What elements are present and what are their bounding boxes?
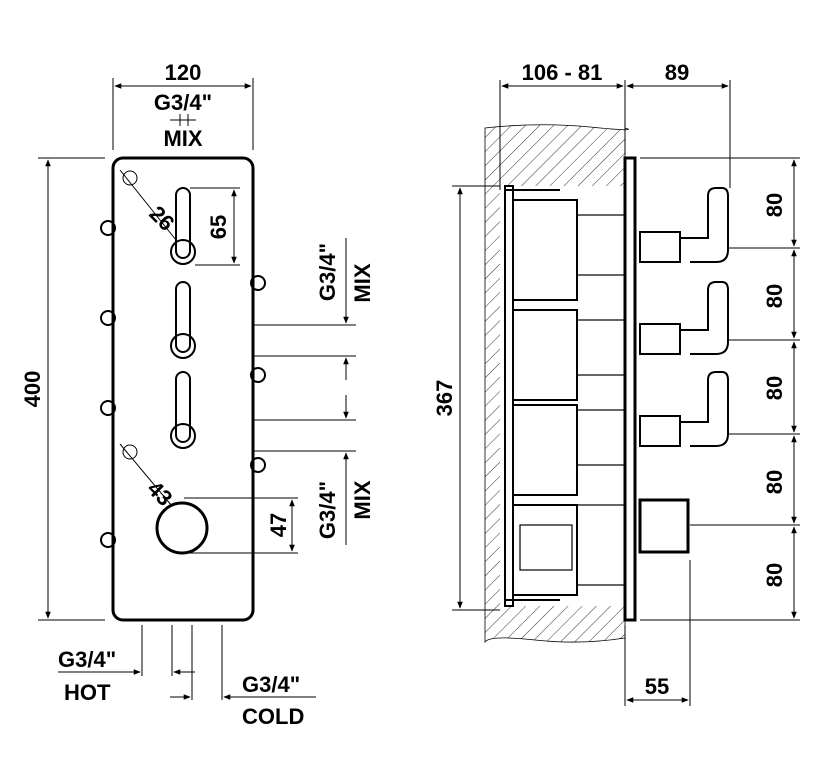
- front-view: 26 43 120 G3/4" MIX 400 65 47: [20, 60, 375, 729]
- handle-3: [170, 371, 196, 449]
- valve-body: [504, 185, 626, 607]
- side-handle-1: [639, 187, 729, 263]
- handle-spacing-label: 65: [206, 215, 231, 239]
- side-view: 106 - 81 89 367 80 80 80 80 80 55: [432, 60, 800, 706]
- handle-2: [170, 281, 196, 359]
- height-dim-label: 400: [20, 371, 45, 408]
- diameter-symbol: [122, 170, 138, 186]
- right-connection-2-type: MIX: [350, 480, 375, 519]
- right-connection-1-label: G3/4": [315, 243, 340, 301]
- top-connection-type: MIX: [163, 126, 202, 151]
- depth-dim-label: 106 - 81: [522, 60, 603, 85]
- spacing-5-label: 80: [762, 563, 787, 587]
- spacing-2-label: 80: [762, 284, 787, 308]
- spacing-4-label: 80: [762, 470, 787, 494]
- front-plate: [111, 156, 255, 622]
- side-studs: [100, 220, 266, 548]
- top-connection-label: G3/4": [154, 90, 212, 115]
- spacing-1-label: 80: [762, 193, 787, 217]
- cold-label: COLD: [242, 704, 304, 729]
- hot-label: HOT: [64, 680, 111, 705]
- width-dim-label: 120: [165, 60, 202, 85]
- right-connection-1-type: MIX: [350, 263, 375, 302]
- side-handle-2: [639, 281, 729, 355]
- side-plate: [623, 156, 637, 622]
- handle-1: [170, 187, 196, 265]
- body-height-label: 367: [432, 380, 457, 417]
- knob-projection-label: 55: [645, 674, 669, 699]
- knob-height-label: 47: [266, 513, 291, 537]
- side-knob: [638, 498, 690, 554]
- right-connection-2-label: G3/4": [315, 481, 340, 539]
- knob: [155, 501, 209, 555]
- handle-diameter-label: 26: [144, 201, 179, 236]
- projection-dim-label: 89: [665, 60, 689, 85]
- spacing-3-label: 80: [762, 376, 787, 400]
- side-handle-3: [639, 371, 729, 447]
- hot-connection-label: G3/4": [58, 647, 116, 672]
- cold-connection-label: G3/4": [242, 672, 300, 697]
